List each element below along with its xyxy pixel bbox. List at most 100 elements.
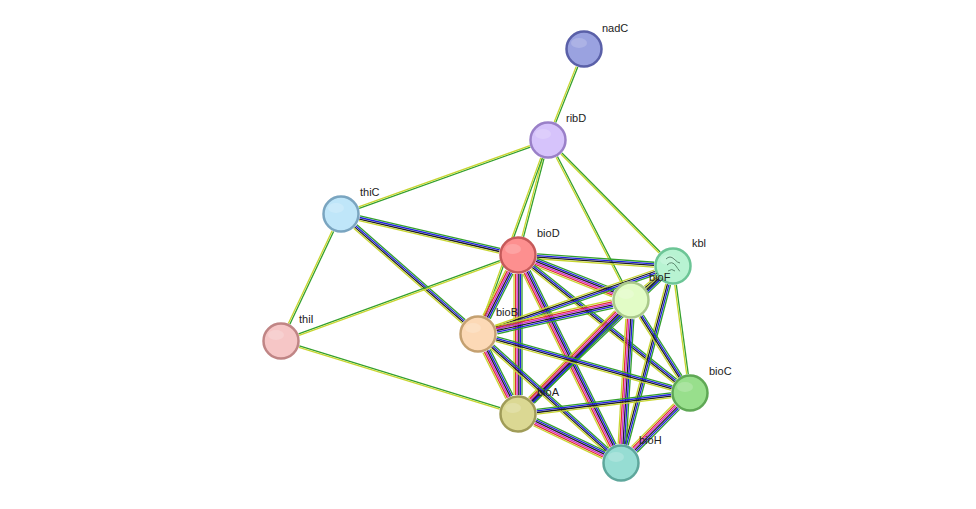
evidence-line [359, 146, 530, 207]
protein-node: bioF [612, 281, 650, 319]
node-circle-shape [324, 197, 359, 232]
interaction-edge [631, 404, 679, 453]
node-circle [671, 374, 709, 412]
evidence-line [290, 232, 334, 325]
node-highlight [677, 382, 693, 392]
evidence-line [496, 300, 612, 326]
evidence-line [641, 316, 680, 377]
node-highlight [608, 452, 624, 462]
node-circle-shape [567, 32, 602, 67]
node-circle-shape [604, 446, 639, 481]
node-circle [529, 121, 567, 159]
evidence-line [360, 216, 500, 248]
node-circle-shape [264, 324, 299, 359]
interaction-edge [675, 285, 689, 375]
node-circle-shape [461, 317, 496, 352]
evidence-line [492, 347, 607, 451]
node-circle [565, 30, 603, 68]
evidence-line [639, 317, 678, 378]
evidence-line [491, 349, 606, 453]
node-highlight [505, 403, 521, 413]
evidence-line [537, 419, 606, 452]
evidence-line [561, 154, 659, 253]
evidence-line [359, 147, 530, 208]
node-circle-shape [673, 376, 708, 411]
protein-node: thiI [262, 322, 300, 360]
evidence-line [536, 421, 605, 454]
interaction-edge [299, 261, 501, 336]
evidence-line [513, 274, 514, 395]
interaction-edge [529, 311, 621, 404]
protein-label: bioC [709, 365, 732, 378]
node-highlight [571, 38, 587, 48]
evidence-line [518, 274, 519, 395]
evidence-line [517, 274, 518, 395]
evidence-line [522, 158, 542, 236]
evidence-line [562, 153, 660, 252]
node-circle-shape [614, 283, 649, 318]
protein-label: thiI [299, 313, 314, 326]
protein-node: bioA [499, 395, 537, 433]
evidence-line [537, 260, 615, 291]
evidence-line [636, 408, 678, 451]
interaction-edge [359, 146, 531, 209]
protein-label: nadC [602, 22, 628, 35]
node-circle [612, 281, 650, 319]
evidence-line [534, 424, 603, 457]
protein-label: bioF [649, 271, 670, 284]
evidence-line [497, 305, 613, 331]
protein-node: thiC [322, 195, 360, 233]
node-circle-shape [531, 123, 566, 158]
node-circle [602, 444, 640, 482]
node-circle [459, 315, 497, 353]
node-circle [262, 322, 300, 360]
evidence-line [359, 221, 499, 253]
evidence-line [496, 273, 655, 328]
evidence-line [515, 274, 516, 395]
evidence-line [497, 338, 672, 387]
evidence-line [643, 315, 682, 376]
protein-label: thiC [360, 186, 380, 199]
evidence-line [288, 231, 332, 324]
protein-node: bioD [499, 236, 537, 274]
interaction-edge [299, 346, 500, 409]
evidence-line [634, 406, 676, 449]
evidence-line [537, 396, 671, 412]
interaction-edge [491, 345, 609, 452]
evidence-line [299, 262, 500, 335]
interaction-edge [618, 319, 634, 445]
evidence-line [537, 398, 671, 414]
evidence-line [496, 272, 655, 327]
node-circle [322, 195, 360, 233]
evidence-line [620, 319, 628, 444]
evidence-line [635, 407, 677, 450]
evidence-line [633, 405, 675, 448]
protein-node: bioH [602, 444, 640, 482]
evidence-line [537, 258, 615, 289]
evidence-line [496, 302, 612, 328]
interaction-edge [533, 419, 605, 459]
evidence-line [496, 303, 612, 329]
protein-label: bioD [537, 227, 560, 240]
evidence-line [496, 340, 671, 389]
node-circle [499, 236, 537, 274]
interaction-edge [639, 315, 682, 378]
node-highlight [465, 323, 481, 333]
interaction-edge [522, 158, 544, 237]
structure-icon [666, 257, 680, 271]
evidence-line [535, 423, 604, 456]
protein-label: bioA [537, 386, 559, 399]
evidence-line [642, 316, 681, 377]
evidence-line [530, 312, 616, 399]
node-circle-shape [501, 397, 536, 432]
evidence-line [533, 281, 661, 403]
interaction-edge [354, 225, 466, 324]
evidence-line [531, 313, 617, 400]
evidence-line [637, 409, 679, 452]
protein-node: bioC [671, 374, 709, 412]
evidence-line [533, 426, 602, 459]
interaction-edge [514, 274, 522, 395]
node-highlight [505, 244, 521, 254]
